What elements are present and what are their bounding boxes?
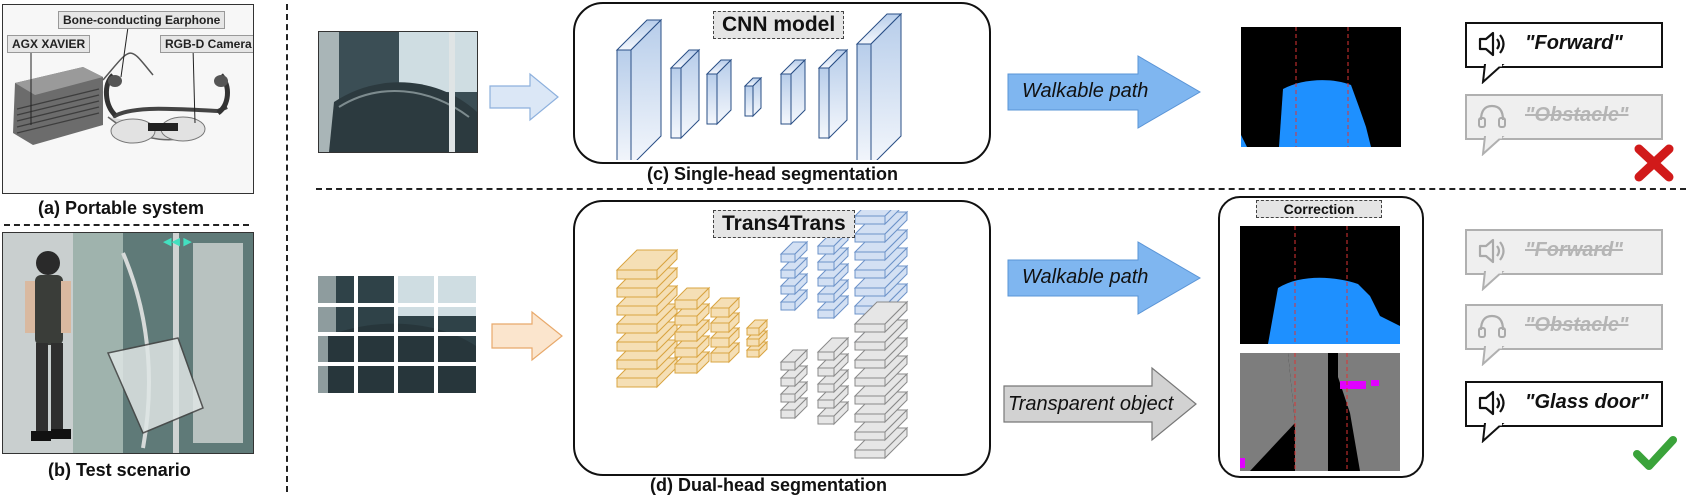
- agx-xavier-tag: AGX XAVIER: [7, 35, 91, 53]
- transformer-token-block: [853, 210, 900, 226]
- transparent-arrow: [1003, 366, 1197, 442]
- check-icon: [1633, 436, 1677, 470]
- bubble-forward-bottom: "Forward": [1465, 229, 1663, 291]
- transformer-token-block: [816, 262, 850, 288]
- caption-dual-head: (d) Dual-head segmentation: [650, 475, 888, 495]
- rgbd-camera-tag: RGB-D Camera: [160, 35, 253, 53]
- segmentation-output-transparent: [1240, 353, 1400, 471]
- bubble-obstacle-bottom: "Obstacle": [1465, 304, 1663, 366]
- earphone-icon: [1478, 104, 1506, 128]
- walkable-path-label-bottom: Walkable path: [1022, 266, 1149, 288]
- trans4trans-panel: [573, 200, 991, 476]
- walkable-path-label-top: Walkable path: [1022, 80, 1149, 102]
- person-figure: [25, 251, 71, 441]
- transformer-token-block: [779, 240, 809, 264]
- cross-icon: [1634, 144, 1674, 182]
- trans4trans-title: Trans4Trans: [713, 210, 855, 238]
- transformer-token-block: [779, 348, 809, 372]
- transformer-token-block: [673, 350, 711, 375]
- transformer-token-block: [745, 318, 769, 337]
- bubble-glass-door: "Glass door": [1465, 381, 1663, 443]
- caption-test-scenario: (b) Test scenario: [48, 460, 191, 480]
- smart-glasses: [104, 73, 230, 144]
- transformer-token-block: [709, 326, 741, 349]
- speaker-icon: [1478, 31, 1505, 57]
- portable-system-illustration: [3, 5, 253, 193]
- caption-portable-system: (a) Portable system: [38, 198, 205, 218]
- caption-single-head: (c) Single-head segmentation: [647, 164, 899, 184]
- left-divider: [4, 224, 249, 226]
- transformer-token-block: [816, 400, 850, 426]
- earphone-icon: [1478, 314, 1506, 338]
- trans4trans-layers: [615, 210, 909, 460]
- input-arrow-dual: [491, 310, 563, 362]
- speaker-icon: [1478, 238, 1505, 264]
- cnn-layer-block: [855, 12, 903, 160]
- test-scenario-photo: ◀◀ ▶: [2, 232, 254, 454]
- cnn-layer-block: [743, 76, 763, 118]
- svg-text:◀◀ ▶: ◀◀ ▶: [163, 235, 192, 248]
- transformer-token-block: [853, 300, 909, 334]
- bubble-forward-top: "Forward": [1465, 22, 1663, 84]
- transformer-token-block: [709, 311, 741, 334]
- cnn-layer-block: [705, 58, 733, 126]
- bubble-text: "Forward": [1525, 239, 1623, 261]
- walkable-arrow-top: [1007, 55, 1201, 129]
- transformer-token-block: [816, 336, 850, 362]
- segmentation-output-walkable: [1240, 226, 1400, 344]
- transformer-token-block: [673, 334, 711, 359]
- agx-xavier-device: [13, 67, 103, 145]
- cnn-layer-block: [669, 48, 701, 140]
- test-scenario-illustration: ◀◀ ▶: [3, 233, 253, 453]
- transformer-token-block: [779, 288, 809, 312]
- cnn-layer-block: [817, 48, 849, 140]
- bubble-obstacle-top: "Obstacle": [1465, 94, 1663, 156]
- cnn-model-title: CNN model: [713, 11, 845, 39]
- transformer-token-block: [615, 248, 679, 281]
- transformer-token-block: [779, 364, 809, 388]
- transformer-token-block: [816, 368, 850, 394]
- portable-system-photo: Bone-conducting Earphone AGX XAVIER RGB-…: [2, 4, 254, 194]
- walkable-arrow-bottom: [1007, 241, 1201, 315]
- transformer-token-block: [779, 256, 809, 280]
- bubble-text: "Obstacle": [1525, 314, 1629, 336]
- transformer-token-block: [673, 286, 711, 311]
- transformer-token-block: [779, 396, 809, 420]
- cnn-layers: [615, 12, 903, 160]
- bubble-text: "Obstacle": [1525, 104, 1629, 126]
- transparent-object-label: Transparent object: [1008, 393, 1174, 415]
- transformer-token-block: [673, 302, 711, 327]
- cnn-layer-block: [779, 58, 807, 126]
- earphone-tag: Bone-conducting Earphone: [58, 11, 226, 29]
- cnn-layer-block: [615, 18, 663, 160]
- input-image-single: [318, 31, 478, 153]
- row-divider: [316, 188, 1686, 190]
- speaker-icon: [1478, 390, 1505, 416]
- correction-tag: Correction: [1256, 200, 1382, 218]
- segmentation-output-single: [1241, 27, 1401, 147]
- transformer-token-block: [709, 296, 741, 319]
- bubble-text: "Glass door": [1525, 391, 1649, 413]
- input-image-patches: [318, 276, 476, 393]
- vertical-divider: [286, 4, 288, 492]
- bubble-text: "Forward": [1525, 32, 1623, 54]
- input-arrow-single: [489, 72, 559, 122]
